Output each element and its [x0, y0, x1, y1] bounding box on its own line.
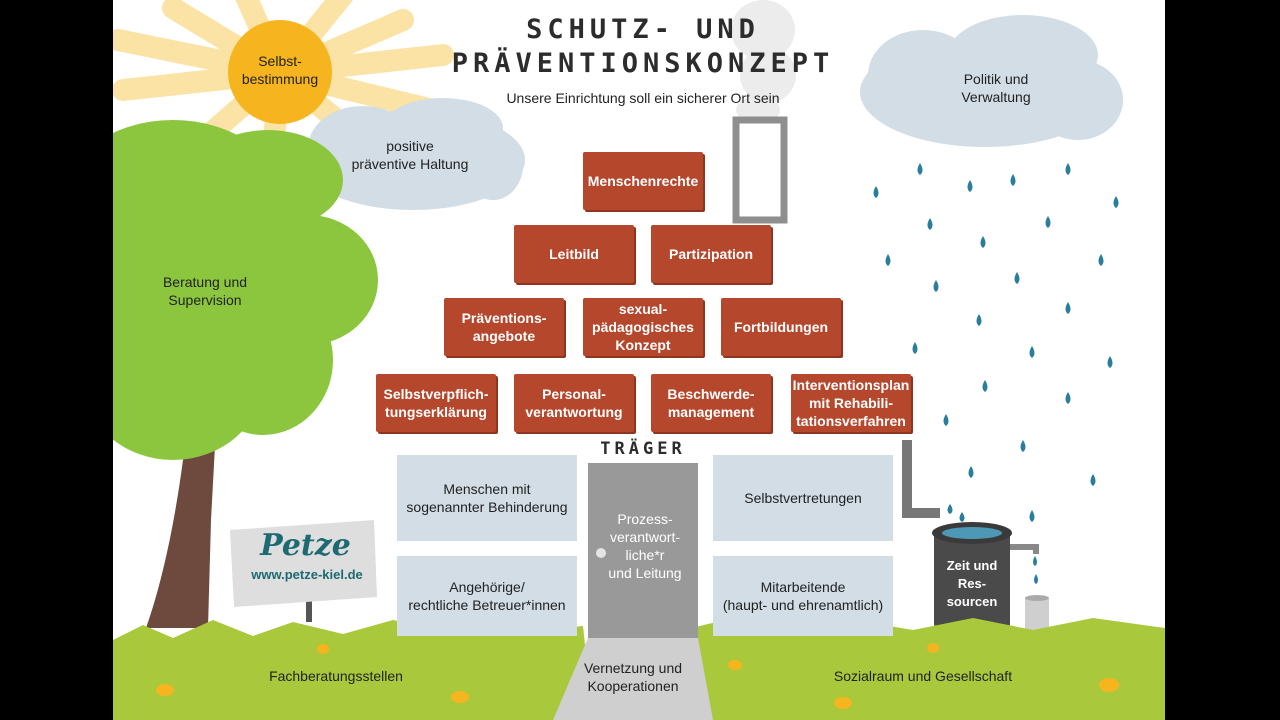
traeger-label: TRÄGER — [600, 439, 686, 459]
brick-text: Präventions- — [461, 310, 547, 326]
grass-right — [683, 618, 1165, 720]
barrel-label-line-1: Zeit und — [946, 558, 998, 573]
ground-right-label: Sozialraum und Gesellschaft — [833, 668, 1013, 684]
sun-label-line-2: bestimmung — [241, 71, 319, 87]
petze-url[interactable]: www.petze-kiel.de — [251, 567, 363, 582]
panel-menschen-mit-behinderung: Menschen mit sogenannter Behinderung — [397, 455, 577, 541]
tree-label-line-1: Beratung und — [162, 274, 248, 290]
brick-text: Partizipation — [668, 246, 753, 262]
brick-text: Personal- — [542, 386, 606, 402]
title-line-1: SCHUTZ- UND — [526, 14, 760, 45]
door-label-line-1: Prozess- — [617, 511, 673, 527]
panel-text: Mitarbeitende — [760, 579, 846, 595]
barrel-label-line-3: sourcen — [946, 594, 998, 609]
petze-sign — [230, 520, 377, 607]
panel-text: Selbstvertretungen — [744, 490, 862, 506]
downpipe — [902, 440, 940, 518]
brick-leitbild: Leitbild — [514, 225, 634, 283]
door — [588, 463, 698, 638]
title-line-2: PRÄVENTIONSKONZEPT — [451, 48, 835, 79]
sun — [228, 20, 332, 124]
brick-text: Beschwerde- — [667, 386, 755, 402]
door-label-line-4: und Leitung — [608, 565, 682, 581]
panel-text: rechtliche Betreuer*innen — [408, 597, 566, 613]
path-label-line-1: Vernetzung und — [583, 660, 683, 676]
rain-drops — [873, 163, 1119, 584]
barrel-label: Zeit und Res- sourcen — [934, 557, 1010, 611]
tree-crown — [113, 120, 378, 460]
brick-text: Konzept — [615, 337, 671, 353]
door-label: Prozess- verantwort- liche*r und Leitung — [595, 510, 695, 582]
brick-praeventionsangebote: Präventions-angebote — [444, 298, 564, 356]
panel-text: Menschen mit — [443, 481, 531, 497]
brick-text: sexual- — [618, 301, 668, 317]
panel-selbstvertretungen: Selbstvertretungen — [713, 455, 893, 541]
brick-selbstverpflichtungserklaerung: Selbstverpflich-tungserklärung — [376, 374, 496, 432]
cloud-right-line-1: Politik und — [963, 71, 1029, 87]
cloud-left — [301, 98, 525, 210]
brick-text: management — [667, 404, 755, 420]
brick-text: Selbstverpflich- — [383, 386, 489, 402]
flowers — [156, 643, 1119, 709]
brick-text: mit Rehabili- — [808, 395, 893, 411]
brick-text: Leitbild — [549, 246, 599, 262]
background-scene — [113, 0, 1165, 720]
brick-menschenrechte: Menschenrechte — [583, 152, 703, 210]
panel-angehoerige: Angehörige/rechtliche Betreuer*innen — [397, 556, 577, 636]
brick-text: pädagogisches — [592, 319, 694, 335]
sun-label-line-1: Selbst- — [258, 53, 302, 69]
petze-logo: Petze — [260, 528, 351, 563]
brick-beschwerdemanagement: Beschwerde-management — [651, 374, 771, 432]
brick-interventionsplan: Interventionsplan mit Rehabili-tationsver… — [791, 374, 911, 432]
chimney — [732, 116, 788, 224]
path-label-line-2: Kooperationen — [587, 678, 679, 694]
sun-label: Selbst- bestimmung — [225, 52, 335, 88]
tree-label: Beratung und Supervision — [135, 273, 275, 309]
panel-text: sogenannter Behinderung — [406, 499, 568, 515]
tree-label-line-2: Supervision — [168, 292, 242, 308]
door-knob — [596, 548, 606, 558]
panel-text: Angehörige/ — [449, 579, 525, 595]
brick-text: Fortbildungen — [733, 319, 829, 335]
panel-mitarbeitende: Mitarbeitende (haupt- und ehrenamtlich) — [713, 556, 893, 636]
brick-text: tungserklärung — [385, 404, 487, 420]
brick-text: Interventionsplan — [792, 377, 910, 393]
ground-left-label: Fachberatungsstellen — [269, 668, 403, 684]
brick-personalverantwortung: Personal-verantwortung — [514, 374, 634, 432]
cloud-left-line-2: präventive Haltung — [351, 156, 469, 172]
brick-text: angebote — [472, 328, 536, 344]
cloud-left-label: positive präventive Haltung — [325, 137, 495, 173]
path-label: Vernetzung und Kooperationen — [558, 659, 708, 695]
brick-partizipation: Partizipation — [651, 225, 771, 283]
brick-fortbildungen: Fortbildungen — [721, 298, 841, 356]
panel-text: (haupt- und ehrenamtlich) — [722, 597, 884, 613]
subtitle: Unsere Einrichtung soll ein sicherer Ort… — [506, 90, 780, 106]
cloud-right — [860, 15, 1123, 147]
cloud-right-label: Politik und Verwaltung — [916, 70, 1076, 106]
brick-text: tationsverfahren — [796, 413, 906, 429]
cloud-left-line-1: positive — [386, 138, 434, 154]
cloud-right-line-2: Verwaltung — [961, 89, 1031, 105]
barrel-label-line-2: Res- — [957, 576, 987, 591]
brick-text: verantwortung — [525, 404, 623, 420]
path — [553, 638, 713, 720]
illustration-canvas: SCHUTZ- UND PRÄVENTIONSKONZEPT Unsere Ei… — [113, 0, 1165, 720]
rain-barrel — [932, 522, 1049, 630]
door-label-line-3: liche*r — [625, 547, 665, 563]
brick-text: Menschenrechte — [587, 173, 699, 189]
grass-left — [113, 618, 593, 720]
door-label-line-2: verantwort- — [609, 529, 681, 545]
